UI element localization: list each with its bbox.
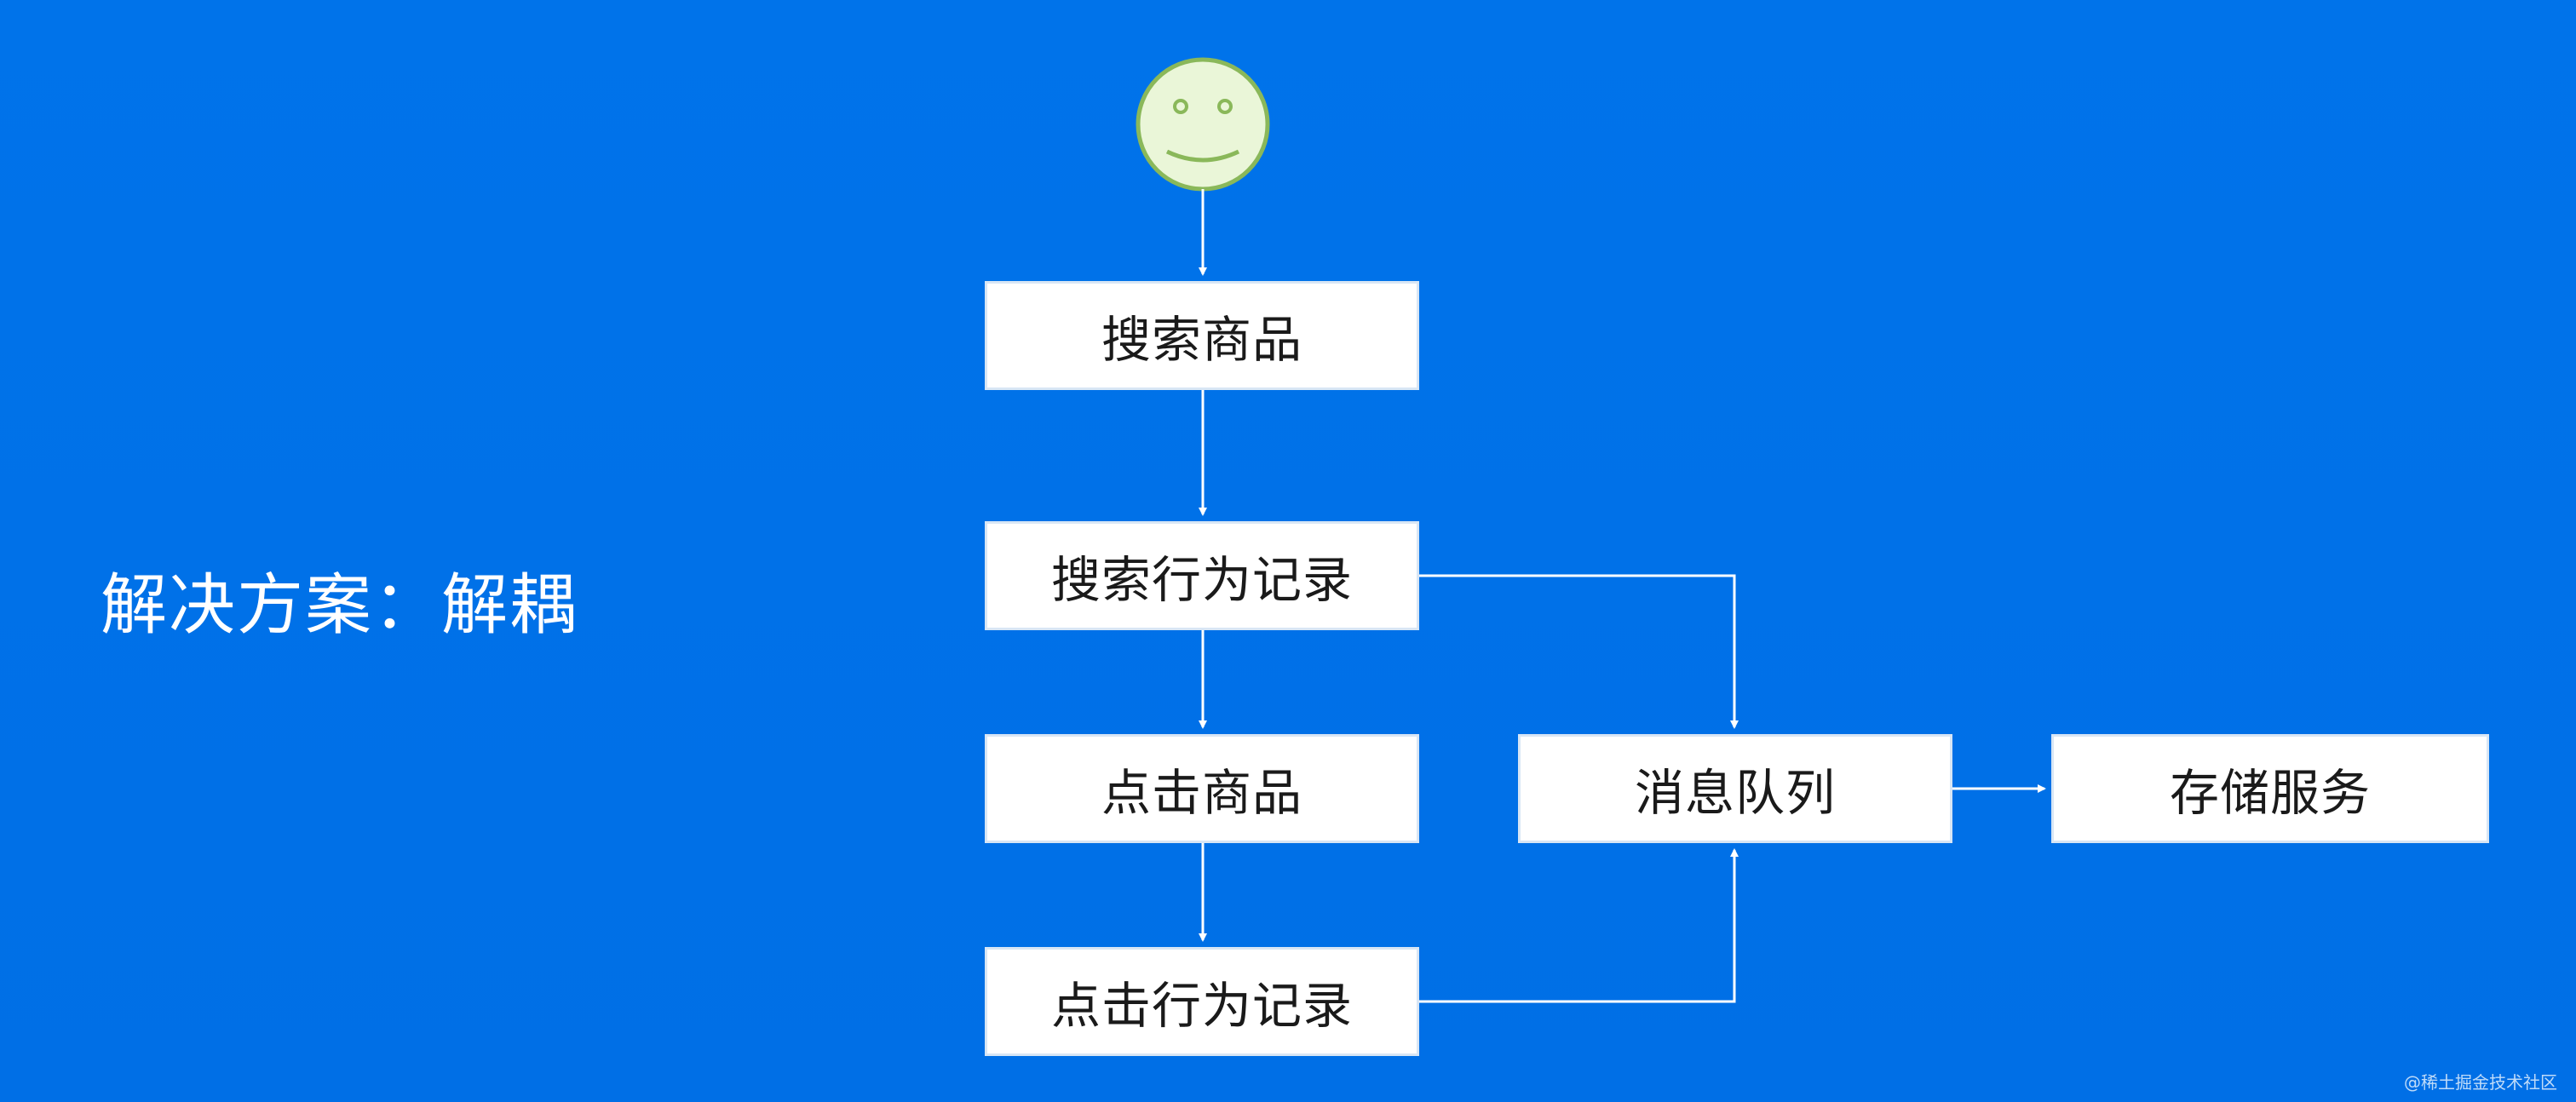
arrow-clicklog-to-mq [1419,848,1739,1003]
arrow-searchlog-to-mq [1419,574,1739,729]
node-search-log: 搜索行为记录 [985,521,1419,630]
node-click-product: 点击商品 [985,734,1419,843]
slide-title: 解决方案：解耦 [101,567,578,644]
node-search-product: 搜索商品 [985,281,1419,390]
node-storage-service: 存储服务 [2051,734,2489,843]
smiley-face-icon [1136,57,1270,192]
node-message-queue: 消息队列 [1518,734,1952,843]
watermark: @稀土掘金技术社区 [2404,1072,2557,1093]
node-click-log: 点击行为记录 [985,947,1419,1056]
